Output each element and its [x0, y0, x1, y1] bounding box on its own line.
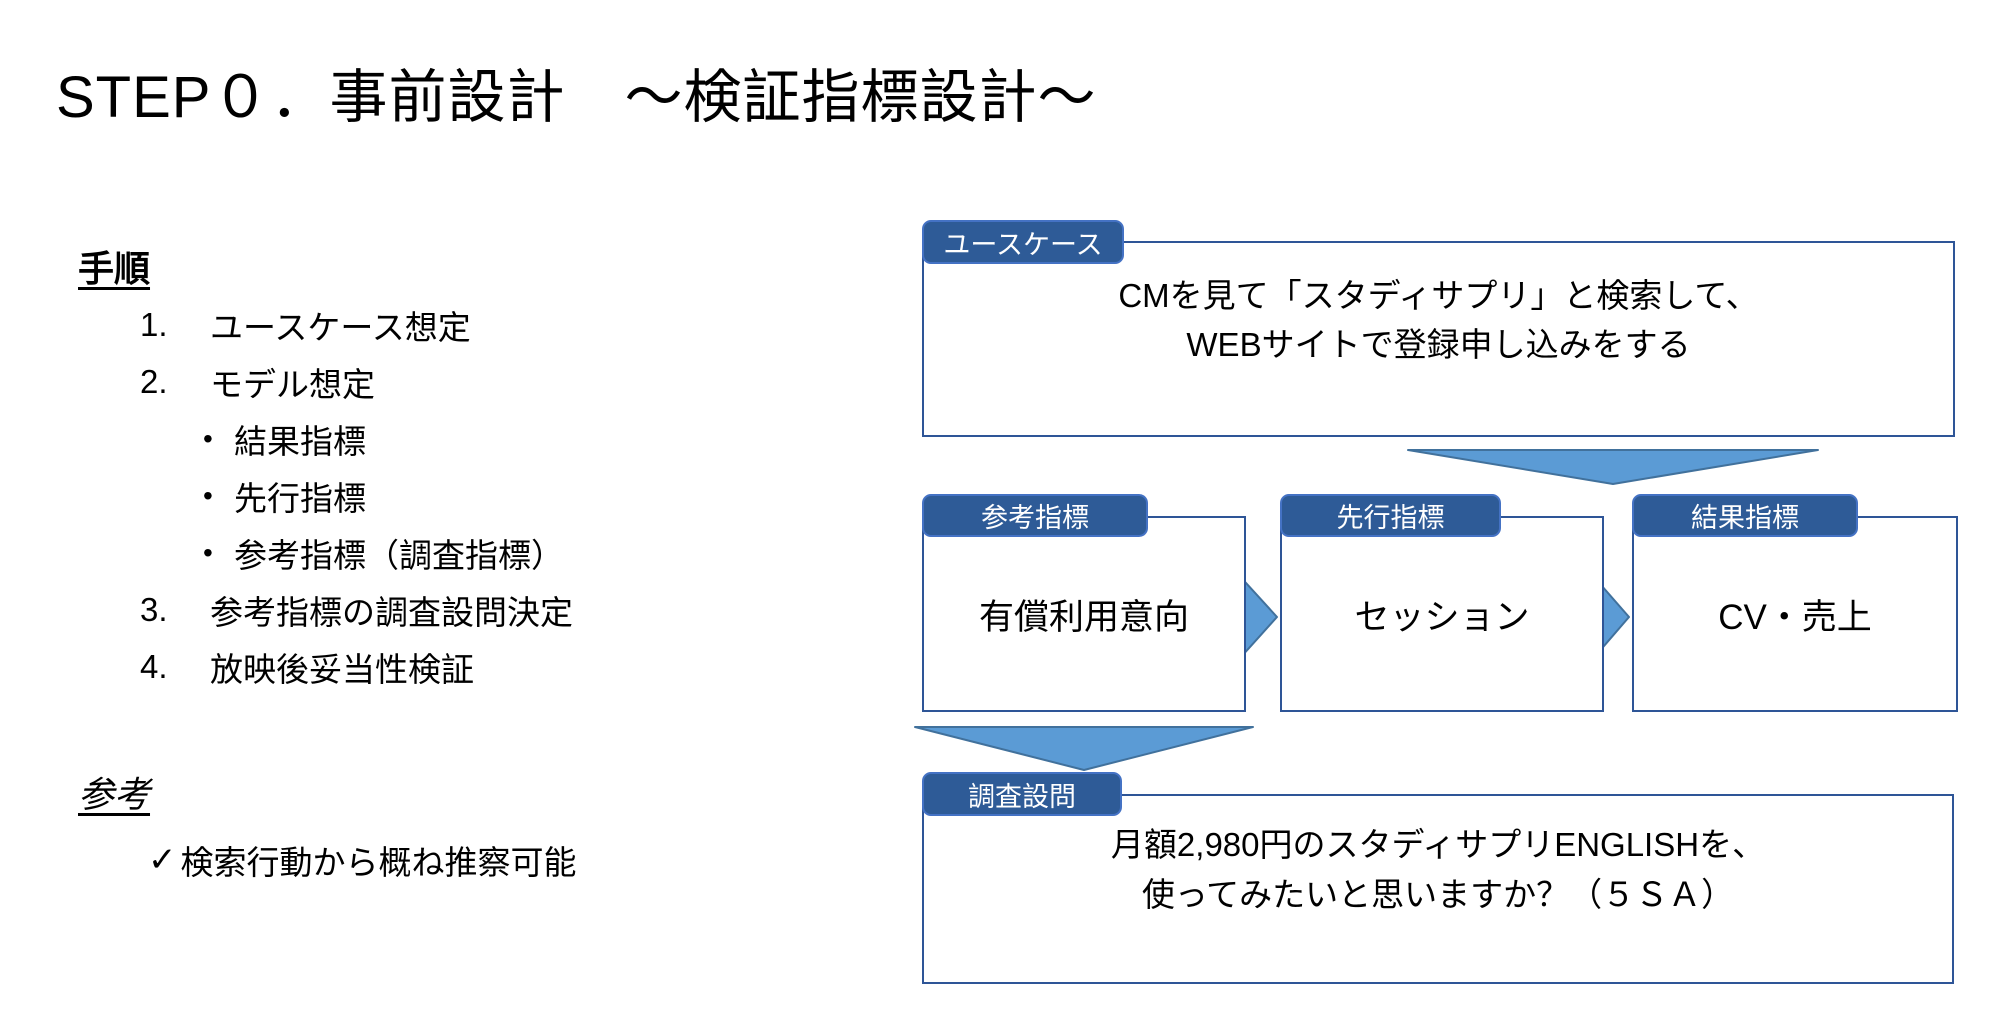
list-item: 1. ユースケース想定 — [140, 296, 573, 353]
metric-tab-sanko: 参考指標 — [922, 494, 1148, 537]
survey-line: 月額2,980円のスタディサプリENGLISHを、 — [1110, 826, 1766, 863]
metric-box-senko: セッション — [1280, 516, 1604, 712]
list-text: 参考指標（調査指標） — [234, 536, 564, 574]
metric-box-kekka: CV・売上 — [1632, 516, 1958, 712]
metric-tab-senko: 先行指標 — [1280, 494, 1501, 537]
survey-tab: 調査設問 — [922, 772, 1122, 816]
down-arrow-icon — [914, 726, 1254, 771]
list-text: 放映後妥当性検証 — [210, 650, 474, 688]
list-item: 4. 放映後妥当性検証 — [140, 638, 573, 695]
list-item: • 結果指標 — [203, 410, 573, 467]
procedure-heading: 手順 — [78, 248, 151, 289]
list-text: 結果指標 — [234, 422, 366, 460]
procedure-list: 1. ユースケース想定 2. モデル想定 • 結果指標 • 先行指標 • 参考指… — [140, 296, 573, 695]
list-text: 先行指標 — [234, 479, 366, 517]
survey-box: 月額2,980円のスタディサプリENGLISHを、 使ってみたいと思いますか？（… — [922, 794, 1954, 984]
page-title: STEP０．事前設計 ～検証指標設計～ — [56, 65, 1097, 130]
bullet-icon: • — [203, 422, 213, 454]
survey-line: 使ってみたいと思いますか？（５ＳＡ） — [1141, 876, 1735, 913]
usecase-box: CMを見て「スタディサプリ」と検索して、 WEBサイトで登録申し込みをする — [922, 241, 1955, 437]
list-item: • 先行指標 — [203, 467, 573, 524]
checkmark-icon: ✓ — [148, 841, 177, 879]
list-marker: 3. — [140, 590, 168, 628]
list-text: 参考指標の調査設問決定 — [210, 593, 573, 631]
usecase-line: WEBサイトで登録申し込みをする — [1186, 326, 1691, 363]
reference-note-text: 検索行動から概ね推察可能 — [180, 844, 577, 881]
list-text: ユースケース想定 — [210, 308, 471, 346]
list-marker: 2. — [140, 362, 168, 400]
bullet-icon: • — [203, 536, 213, 568]
metric-box-sanko: 有償利用意向 — [922, 516, 1246, 712]
list-text: モデル想定 — [210, 365, 375, 403]
bullet-icon: • — [203, 479, 213, 511]
list-item: 2. モデル想定 — [140, 353, 573, 410]
usecase-line: CMを見て「スタディサプリ」と検索して、 — [1118, 277, 1759, 314]
list-item: • 参考指標（調査指標） — [203, 524, 573, 581]
reference-note: ✓ 検索行動から概ね推察可能 — [148, 836, 577, 884]
reference-heading: 参考 — [78, 774, 151, 815]
list-item: 3. 参考指標の調査設問決定 — [140, 581, 573, 638]
usecase-tab: ユースケース — [922, 220, 1124, 264]
list-marker: 4. — [140, 647, 168, 685]
list-marker: 1. — [140, 305, 168, 343]
metric-tab-kekka: 結果指標 — [1632, 494, 1858, 537]
down-arrow-icon — [1407, 449, 1819, 485]
